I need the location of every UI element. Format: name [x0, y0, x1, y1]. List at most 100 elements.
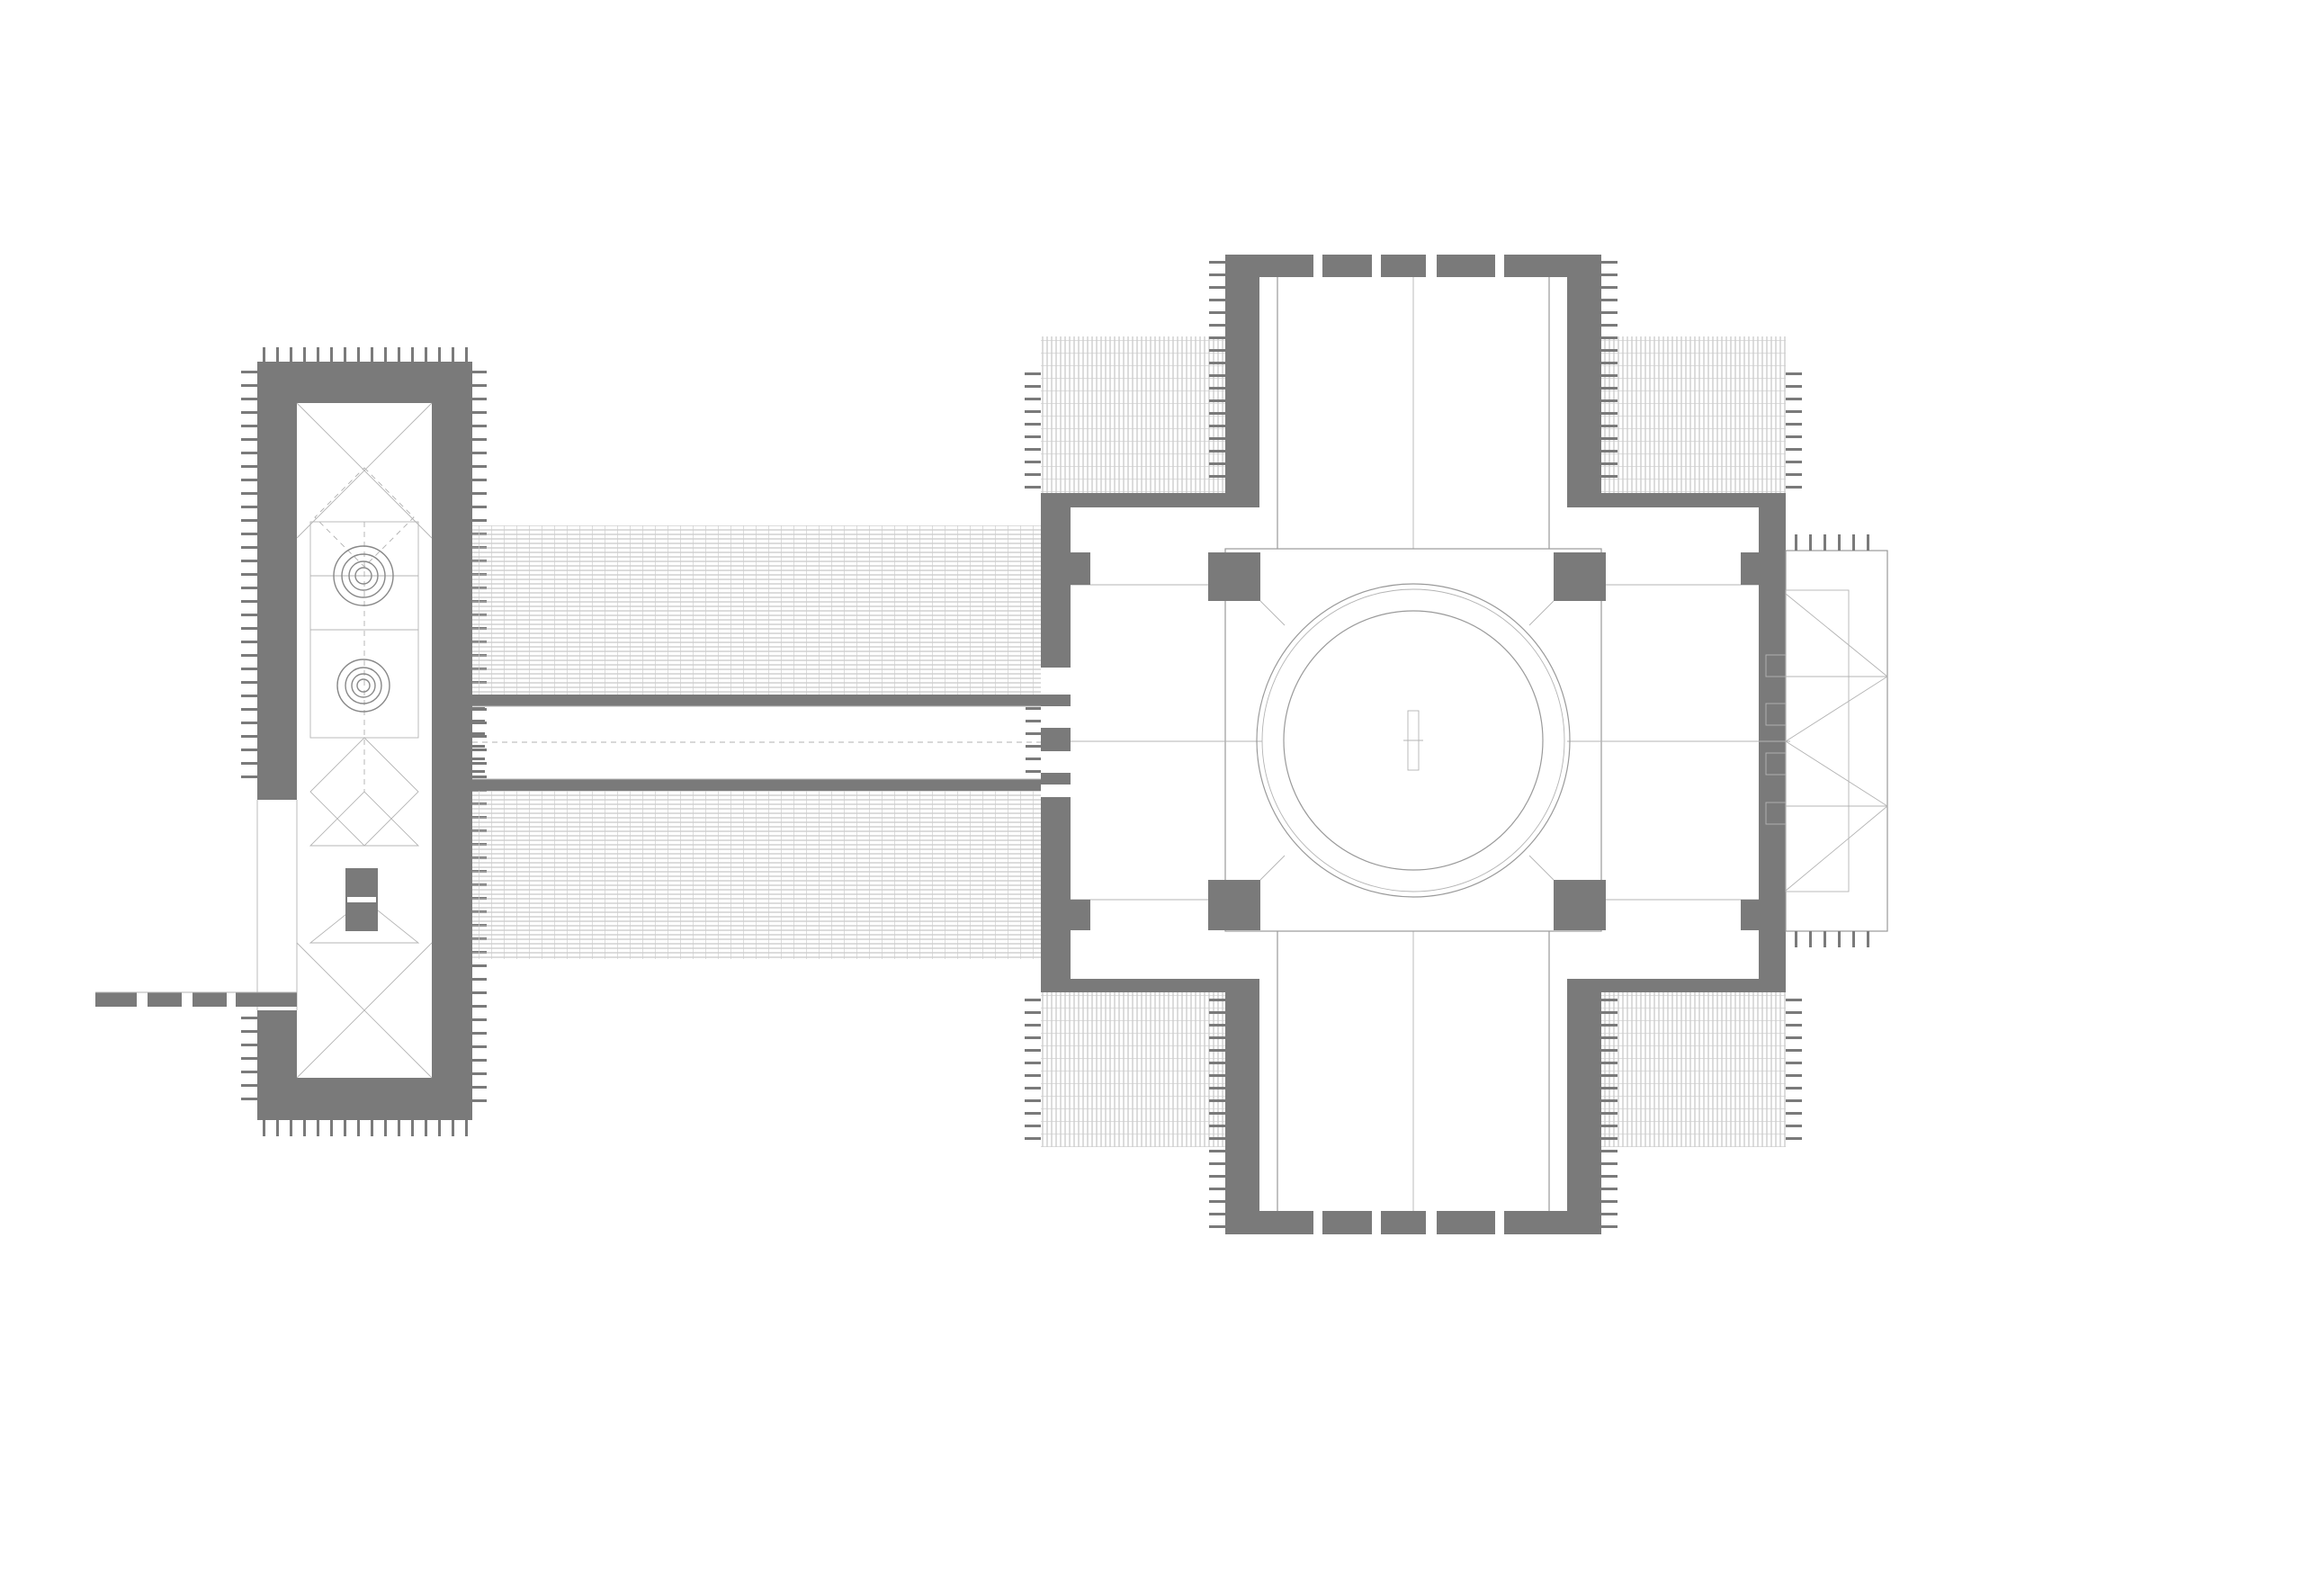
- buttress: [1601, 1125, 1617, 1127]
- buttress: [472, 384, 487, 387]
- buttress: [1786, 1125, 1802, 1127]
- buttress: [241, 708, 257, 711]
- buttress: [1601, 286, 1617, 289]
- buttress: [1786, 398, 1802, 400]
- buttress: [1867, 534, 1869, 551]
- buttress: [241, 614, 257, 616]
- buttress: [1786, 1074, 1802, 1077]
- left-hall: [95, 347, 487, 1136]
- buttress: [472, 776, 487, 778]
- buttress: [1209, 387, 1225, 390]
- buttress: [1601, 387, 1617, 390]
- buttress: [1786, 385, 1802, 388]
- buttress: [290, 1120, 292, 1136]
- buttress: [472, 749, 487, 751]
- buttress: [1786, 1036, 1802, 1039]
- buttress: [241, 506, 257, 508]
- buttress: [241, 587, 257, 589]
- buttress: [1025, 1011, 1041, 1014]
- buttress: [1209, 450, 1225, 453]
- buttress: [1786, 448, 1802, 451]
- buttress: [357, 347, 360, 362]
- buttress: [1601, 999, 1617, 1001]
- buttress: [241, 1044, 257, 1046]
- buttress: [1209, 1049, 1225, 1052]
- buttress: [472, 492, 487, 495]
- buttress: [1209, 1125, 1225, 1127]
- buttress: [1601, 362, 1617, 364]
- buttress: [1025, 1049, 1041, 1052]
- buttress: [1209, 1112, 1225, 1115]
- buttress: [472, 707, 485, 710]
- buttress: [1025, 999, 1041, 1001]
- buttress: [241, 438, 257, 441]
- buttress: [1209, 1024, 1225, 1027]
- buttress: [1786, 1137, 1802, 1140]
- buttress: [1809, 534, 1812, 551]
- buttress: [1025, 1125, 1041, 1127]
- buttress: [1601, 1049, 1617, 1052]
- buttress: [1026, 732, 1041, 735]
- entry-path: [95, 991, 297, 1007]
- buttress: [472, 506, 487, 508]
- buttress: [472, 425, 487, 427]
- buttress: [1601, 1175, 1617, 1178]
- buttress: [438, 347, 441, 362]
- buttress: [241, 371, 257, 373]
- buttress: [276, 347, 279, 362]
- buttress: [1025, 435, 1041, 438]
- buttress: [1209, 1175, 1225, 1178]
- buttress: [1025, 1074, 1041, 1077]
- buttress: [241, 600, 257, 603]
- buttress: [1601, 1112, 1617, 1115]
- central-dome: [1256, 583, 1571, 898]
- buttress: [1209, 349, 1225, 352]
- font-circle-1: [333, 545, 394, 606]
- buttress: [241, 641, 257, 643]
- buttress: [1824, 534, 1826, 551]
- gallery-buttresses: [472, 707, 1041, 773]
- buttress: [1209, 412, 1225, 415]
- buttress: [1601, 1036, 1617, 1039]
- buttress: [452, 1120, 454, 1136]
- buttress: [1209, 399, 1225, 402]
- buttress: [472, 1018, 487, 1021]
- buttress: [472, 991, 487, 994]
- buttress: [1209, 1162, 1225, 1165]
- buttress: [1795, 534, 1797, 551]
- buttress: [1601, 412, 1617, 415]
- buttress: [1786, 461, 1802, 463]
- buttress: [1209, 311, 1225, 314]
- buttress: [472, 735, 487, 738]
- buttress: [1209, 999, 1225, 1001]
- buttress: [1209, 273, 1225, 276]
- buttress: [1786, 1062, 1802, 1064]
- buttress: [1209, 261, 1225, 264]
- buttress: [1601, 1200, 1617, 1203]
- buttress: [241, 546, 257, 549]
- buttress: [472, 978, 487, 981]
- buttress: [241, 735, 257, 738]
- buttress: [1209, 1011, 1225, 1014]
- buttress: [1601, 261, 1617, 264]
- buttress: [241, 1030, 257, 1033]
- buttress: [344, 1120, 346, 1136]
- buttress: [1209, 286, 1225, 289]
- buttress: [472, 1086, 487, 1089]
- buttress: [472, 762, 487, 765]
- buttress: [1025, 486, 1041, 489]
- buttress: [425, 1120, 427, 1136]
- buttress: [1601, 1225, 1617, 1228]
- buttress: [1209, 1099, 1225, 1102]
- buttress: [241, 411, 257, 414]
- buttress: [317, 347, 319, 362]
- buttress: [411, 347, 414, 362]
- buttress: [241, 452, 257, 454]
- buttress: [1025, 385, 1041, 388]
- buttress: [241, 1084, 257, 1087]
- buttress: [1601, 1099, 1617, 1102]
- buttress: [1786, 1011, 1802, 1014]
- buttress: [371, 1120, 373, 1136]
- buttress: [1025, 1137, 1041, 1140]
- buttress: [472, 1072, 487, 1075]
